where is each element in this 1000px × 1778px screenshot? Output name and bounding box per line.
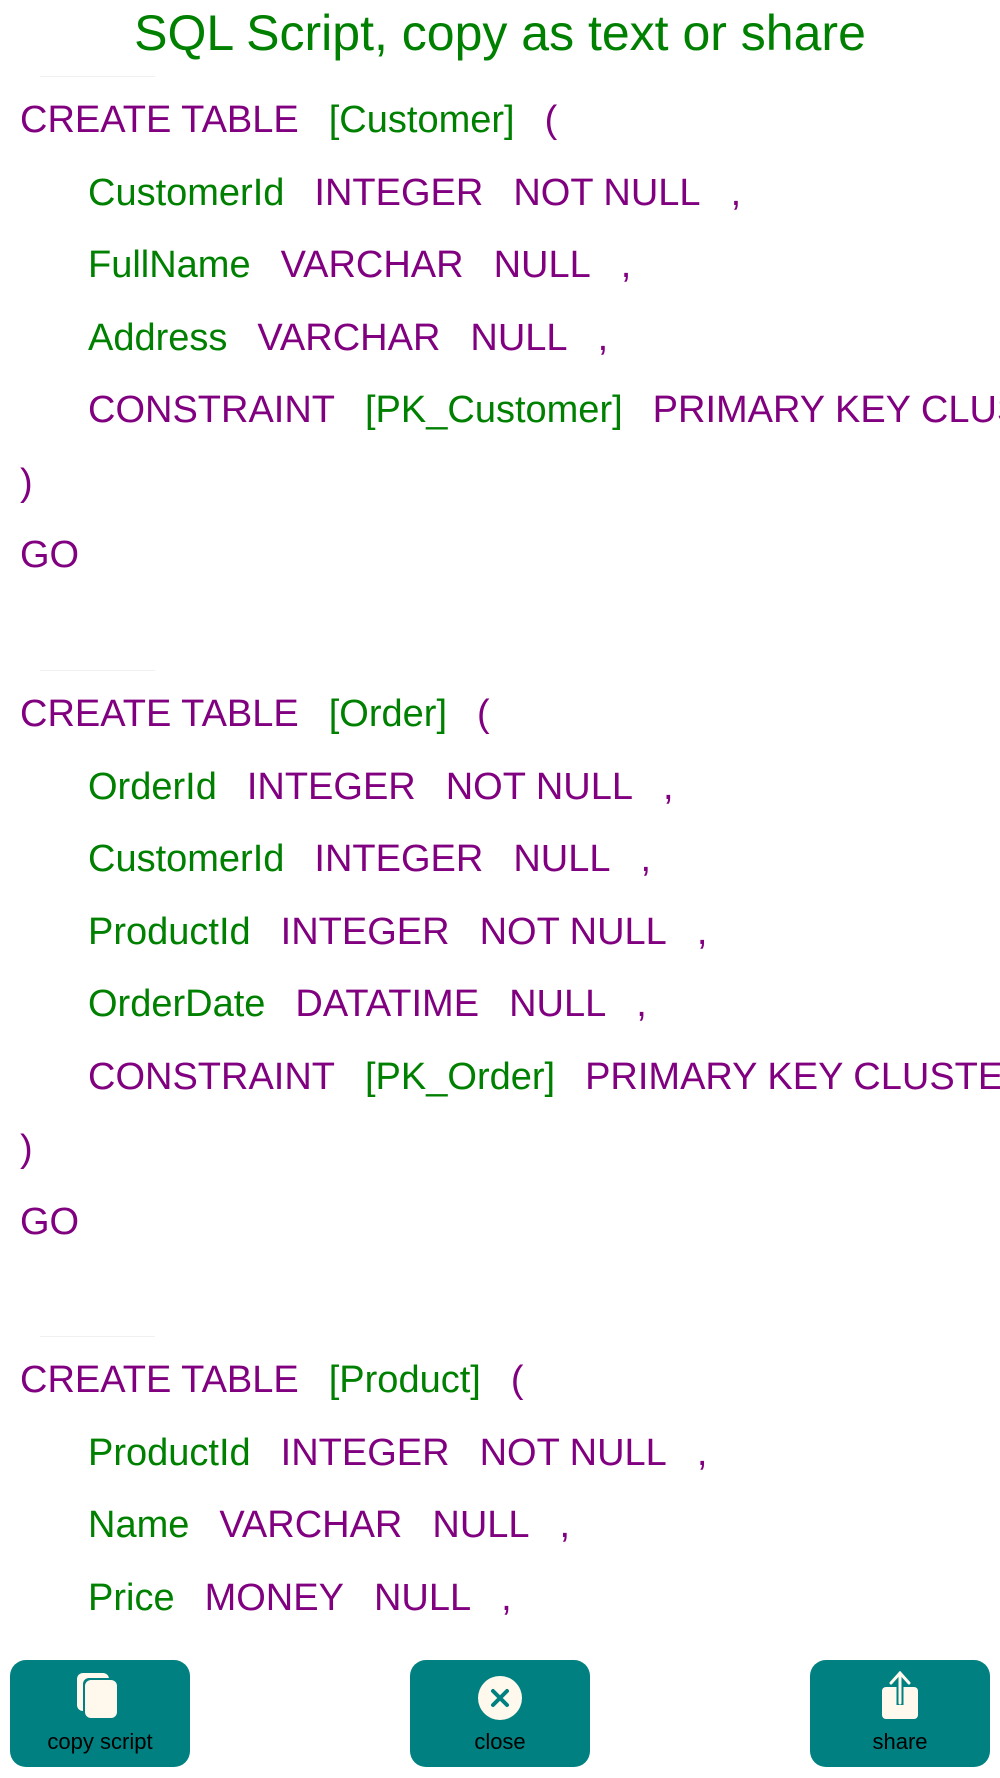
close-button[interactable]: close [410, 1660, 590, 1767]
sql-keyword: GO [20, 1200, 80, 1243]
share-button[interactable]: share [810, 1660, 990, 1767]
sql-identifier: Price [88, 1576, 175, 1619]
sql-keyword: , [597, 316, 609, 359]
sql-keyword: ) [20, 1128, 33, 1170]
sql-keyword: , [662, 765, 674, 808]
sql-keyword: , [696, 1431, 708, 1474]
script-line: Price MONEY NULL, [88, 1576, 542, 1620]
sql-identifier: ProductId [88, 910, 251, 953]
group-divider [40, 670, 155, 671]
sql-keyword: NULL [470, 316, 568, 359]
close-label: close [474, 1729, 526, 1754]
sql-keyword: INTEGER [314, 171, 484, 214]
sql-keyword: GO [20, 534, 80, 576]
sql-keyword: INTEGER [246, 765, 416, 808]
copy-script-label: copy script [47, 1729, 153, 1754]
copy-script-button[interactable]: copy script [10, 1660, 190, 1767]
share-icon [882, 1671, 918, 1719]
sql-identifier: ProductId [88, 1431, 251, 1474]
sql-keyword: CREATE TABLE [20, 693, 299, 735]
sql-keyword: NOT NULL [445, 765, 633, 808]
script-line: FullName VARCHAR NULL, [88, 243, 661, 287]
sql-keyword: PRIMARY KEY CLUSTERED [585, 1055, 1000, 1098]
close-circle-icon [478, 1676, 522, 1720]
sql-keyword: , [620, 244, 632, 286]
script-line: GO [20, 533, 109, 577]
sql-identifier: OrderId [88, 765, 217, 808]
sql-keyword: , [640, 838, 652, 880]
script-line: ) [20, 461, 63, 505]
sql-keyword: CREATE TABLE [20, 1359, 299, 1401]
sql-keyword: ) [20, 461, 33, 504]
script-line: CONSTRAINT [PK_Order] PRIMARY KEY CLUSTERE… [88, 1055, 1000, 1099]
script-line: OrderId INTEGER NOT NULL, [88, 765, 704, 809]
sql-keyword: , [636, 983, 647, 1025]
sql-keyword: VARCHAR [280, 244, 464, 286]
sql-identifier: FullName [88, 244, 251, 286]
script-line: OrderDate DATATIME NULL, [88, 982, 677, 1026]
script-line: Address VARCHAR NULL, [88, 316, 638, 360]
sql-keyword: , [730, 171, 742, 214]
sql-keyword: NOT NULL [513, 171, 701, 214]
copy-icon [77, 1673, 117, 1718]
sql-keyword: DATATIME [295, 983, 480, 1025]
sql-keyword: NOT NULL [479, 1431, 667, 1474]
sql-identifier: Name [88, 1504, 190, 1546]
sql-keyword: NULL [493, 244, 591, 286]
page-title: SQL Script, copy as text or share [134, 5, 866, 61]
sql-keyword: VARCHAR [257, 316, 441, 359]
sql-identifier: [Product] [328, 1359, 481, 1401]
script-line: CREATE TABLE [Product] ( [20, 1358, 553, 1402]
script-line: CustomerId INTEGER NOT NULL, [88, 171, 771, 215]
script-line: CREATE TABLE [Customer] ( [20, 98, 587, 142]
sql-identifier: OrderDate [88, 983, 266, 1025]
group-divider [40, 1336, 155, 1337]
sql-identifier: CustomerId [88, 838, 285, 880]
sql-keyword: PRIMARY KEY CLUSTERED [652, 389, 1000, 431]
sql-keyword: CREATE TABLE [20, 99, 299, 141]
sql-keyword: INTEGER [280, 910, 450, 953]
sql-keyword: CONSTRAINT [88, 1055, 335, 1098]
script-line: ) [20, 1127, 63, 1171]
share-label: share [872, 1729, 928, 1754]
sql-keyword: CONSTRAINT [88, 389, 335, 431]
sql-keyword: INTEGER [314, 838, 484, 880]
sql-keyword: NULL [509, 983, 607, 1025]
sql-identifier: CustomerId [88, 171, 285, 214]
sql-keyword: VARCHAR [219, 1504, 403, 1546]
sql-keyword: NULL [513, 838, 611, 880]
sql-identifier: [Customer] [328, 99, 515, 141]
sql-keyword: INTEGER [280, 1431, 450, 1474]
sql-identifier: [PK_Order] [365, 1055, 556, 1098]
sql-keyword: NULL [373, 1576, 472, 1619]
sql-keyword: NOT NULL [479, 910, 667, 953]
sql-identifier: [Order] [328, 693, 447, 735]
sql-keyword: ( [544, 99, 558, 141]
sql-keyword: ( [477, 693, 490, 735]
sql-keyword: NULL [432, 1504, 530, 1546]
script-line: CREATE TABLE [Order] ( [20, 692, 520, 736]
script-line: ProductId INTEGER NOT NULL, [88, 1431, 737, 1475]
sql-identifier: [PK_Customer] [365, 389, 623, 431]
script-line: Name VARCHAR NULL, [88, 1503, 600, 1547]
script-line: CustomerId INTEGER NULL, [88, 837, 681, 881]
sql-keyword: ( [510, 1359, 524, 1401]
sql-keyword: , [501, 1576, 512, 1619]
script-line: ProductId INTEGER NOT NULL, [88, 910, 737, 954]
sql-keyword: , [559, 1504, 571, 1546]
sql-keyword: , [696, 910, 708, 953]
sql-keyword: MONEY [204, 1576, 344, 1619]
group-divider [40, 76, 155, 77]
script-line: GO [20, 1200, 109, 1244]
script-line: CONSTRAINT [PK_Customer] PRIMARY KEY CLUST… [88, 388, 1000, 432]
sql-identifier: Address [88, 316, 228, 359]
